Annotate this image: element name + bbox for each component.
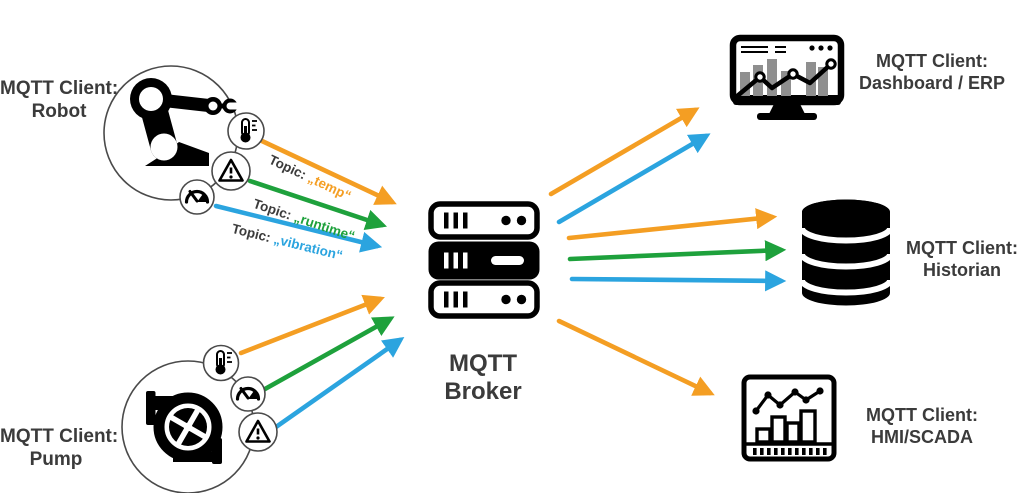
pump-client-label: MQTT Client: Pump: [0, 425, 119, 471]
arrow-pump-runtime: [262, 316, 395, 392]
dashboard-monitor-icon: [729, 34, 845, 120]
pump-sensor-warning: [238, 412, 278, 452]
robot-client-label-line1: MQTT Client:: [0, 78, 119, 99]
robot-client-label: MQTT Client: Robot: [0, 77, 118, 123]
warning-triangle-icon: [245, 419, 271, 443]
hmi-client-label-line1: MQTT Client:: [866, 405, 978, 425]
historian-client-label: MQTT Client: Historian: [900, 237, 1024, 281]
historian-client-label-line1: MQTT Client:: [906, 238, 1018, 258]
dashboard-client-label-line1: MQTT Client:: [876, 51, 988, 71]
robot-arm-icon: [130, 78, 239, 166]
hmi-client-label-line2: HMI/SCADA: [871, 427, 973, 447]
arrow-broker-dashboard-orange: [548, 107, 700, 197]
pump-client-label-line2: Pump: [29, 449, 83, 470]
robot-client-label-line2: Robot: [31, 101, 87, 122]
arrow-robot-vibration: [213, 203, 383, 253]
arrow-pump-temp: [238, 294, 385, 356]
server-stack-icon: [428, 201, 540, 319]
pump-client-label-line1: MQTT Client:: [0, 426, 119, 447]
pump-client-group: [121, 344, 278, 493]
pump-sensor-thermometer: [202, 344, 240, 382]
arrow-robot-temp: [259, 138, 397, 205]
database-icon: [799, 199, 893, 306]
broker-label-line2: Broker: [444, 378, 522, 405]
pump-sensor-gauge: [230, 376, 266, 412]
warning-triangle-icon: [218, 158, 244, 182]
arrow-broker-historian-green: [567, 240, 787, 262]
gauge-icon: [184, 189, 210, 204]
arrow-pump-vibration: [273, 336, 405, 430]
hmi-client-label: MQTT Client: HMI/SCADA: [857, 404, 987, 448]
dashboard-client-label-line2: Dashboard / ERP: [858, 73, 1006, 93]
arrow-broker-hmi-orange: [556, 318, 715, 396]
thermometer-icon: [240, 118, 257, 143]
dashboard-client-label: MQTT Client: Dashboard / ERP: [852, 50, 1012, 94]
thermometer-icon: [215, 350, 232, 375]
arrow-robot-runtime: [247, 178, 388, 231]
robot-sensor-thermometer: [227, 112, 265, 150]
centrifugal-pump-icon: [146, 391, 223, 464]
robot-sensor-warning: [211, 151, 251, 191]
arrow-broker-historian-orange: [566, 208, 778, 241]
robot-client-group: [103, 65, 265, 215]
broker-label: MQTT Broker: [418, 350, 548, 406]
broker-label-line1: MQTT: [449, 350, 517, 377]
arrow-broker-historian-blue: [569, 270, 787, 292]
historian-client-label-line2: Historian: [922, 260, 1001, 280]
gauge-icon: [235, 386, 261, 401]
robot-sensor-gauge: [179, 179, 215, 215]
arrows: [213, 107, 787, 430]
hmi-chart-icon: [741, 374, 837, 462]
arrow-broker-dashboard-blue: [556, 133, 711, 225]
